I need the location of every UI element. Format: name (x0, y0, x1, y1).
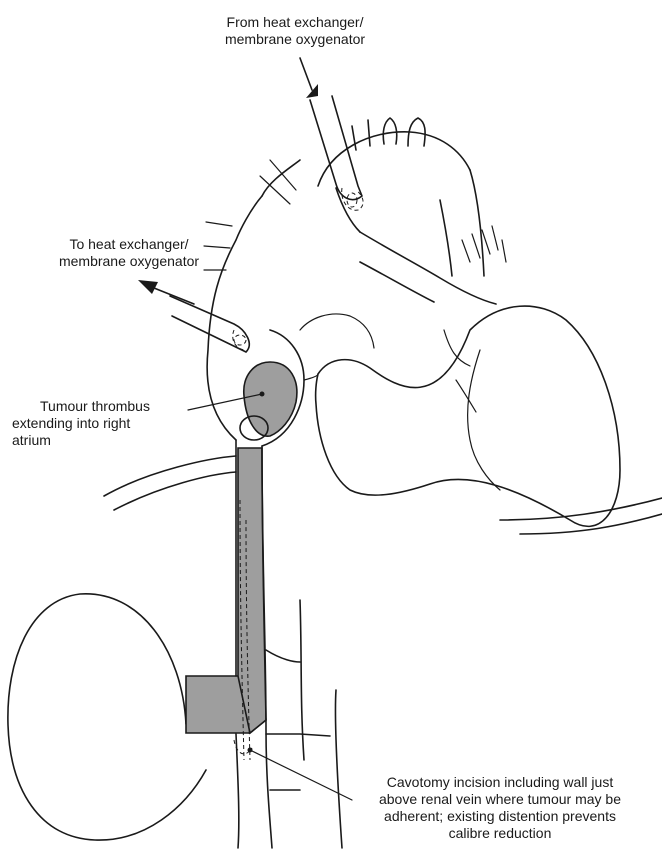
pulmonary-branches-right (462, 226, 506, 262)
atrial-boundary (304, 374, 318, 380)
arrow-to-heat (138, 280, 194, 304)
label-line: above renal vein where tumour may be (350, 791, 650, 808)
diaphragm-left (104, 456, 236, 496)
label-line: Cavotomy incision including wall just (350, 774, 650, 791)
pulmonary-trunk (360, 232, 496, 304)
inflow-cannula (310, 96, 362, 200)
aortic-arch (318, 132, 470, 186)
label-line: atrium (12, 432, 150, 449)
tumour-thrombus (244, 362, 297, 436)
ivc-lower-left (236, 734, 239, 848)
svc-left (262, 160, 300, 196)
aorta-right (335, 690, 342, 848)
label-cavotomy: Cavotomy incision including wall just ab… (350, 774, 650, 842)
diaphragm-right (500, 498, 662, 520)
label-from-heat-exchanger: From heat exchanger/ membrane oxygenator (206, 14, 384, 48)
arch-branch-1 (352, 120, 370, 150)
label-to-heat-exchanger: To heat exchanger/ membrane oxygenator (40, 236, 218, 270)
arrow-from-heat (300, 58, 318, 98)
diaphragm-right-2 (520, 514, 662, 534)
kidney (8, 594, 206, 840)
diaphragm-left-2 (114, 472, 236, 510)
label-line: extending into right (12, 415, 150, 432)
label-line: Tumour thrombus (12, 398, 150, 415)
arch-descend (470, 170, 484, 276)
label-line: From heat exchanger/ (206, 14, 384, 31)
coronary-vessel (444, 330, 476, 412)
arch-descend-2 (440, 200, 452, 276)
outflow-cannula-opening (234, 335, 246, 345)
left-atrium-edge (300, 314, 374, 348)
label-line: calibre reduction (350, 825, 650, 842)
aorta-branch-1 (266, 650, 300, 662)
aorta-branch-2 (266, 734, 330, 736)
label-tumour-thrombus: Tumour thrombus extending into right atr… (12, 398, 150, 449)
label-line: To heat exchanger/ (40, 236, 218, 253)
label-line: membrane oxygenator (206, 31, 384, 48)
label-line: adherent; existing distention prevents (350, 808, 650, 825)
septum (468, 350, 500, 490)
label-line: membrane oxygenator (40, 253, 218, 270)
arch-branch-2 (383, 118, 397, 144)
aorta-left (300, 600, 304, 760)
